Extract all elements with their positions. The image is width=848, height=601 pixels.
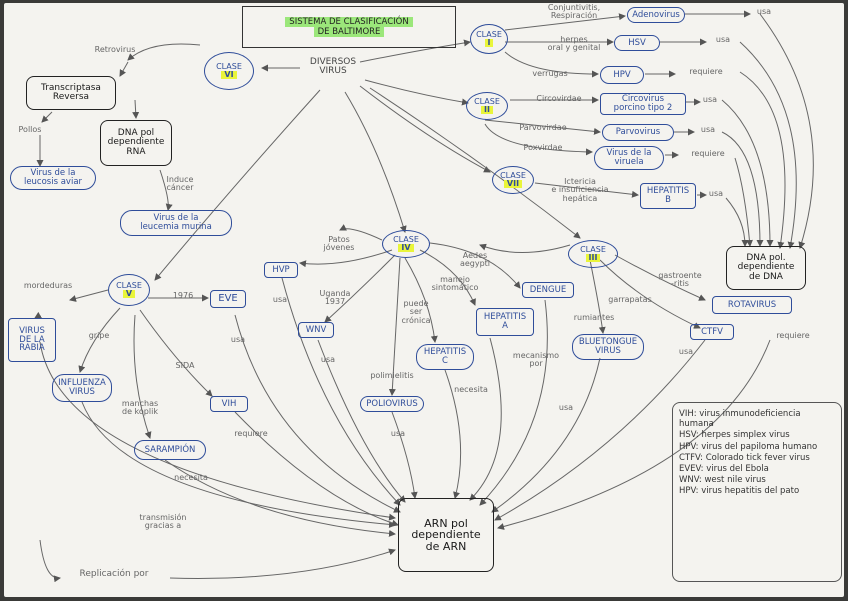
poliovirus-node: POLIOVIRUS xyxy=(360,396,424,412)
label-transmision: transmisión gracias a xyxy=(139,513,187,531)
label-circovirdae: Circovirdae xyxy=(536,94,582,103)
arn-pol-arn-node: ARN pol dependiente de ARN xyxy=(398,498,494,572)
sarampion-node: SARAMPIÓN xyxy=(134,440,206,460)
circovirus-node: Circovirus porcino tipo 2 xyxy=(600,93,686,115)
label-necesita-sarampion: necesita xyxy=(174,473,208,482)
hepatitis-a-node: HEPATITIS A xyxy=(476,308,534,336)
label-patos: Patos jóvenes xyxy=(323,235,355,253)
rabia-node: VIRUS DE LA RABIA xyxy=(8,318,56,362)
leucemia-node: Virus de la leucemia murina xyxy=(120,210,232,236)
label-polimielitis: polimielitis xyxy=(370,371,414,380)
influenza-node: INFLUENZA VIRUS xyxy=(52,374,112,402)
label-verrugas: verrugas xyxy=(532,69,568,78)
label-requiere-vih: requiere xyxy=(234,429,268,438)
label-usa-eve: usa xyxy=(230,335,246,344)
label-induce: Induce cáncer xyxy=(166,175,194,193)
label-uganda: Uganda 1937 xyxy=(319,289,351,307)
label-gripe: gripe xyxy=(88,331,110,340)
label-mordeduras: mordeduras xyxy=(23,281,73,290)
hsv-node: HSV xyxy=(614,35,660,51)
label-1976: 1976 xyxy=(172,291,194,300)
label-usa-hepb: usa xyxy=(708,189,724,198)
label-conjuntivitis: Conjuntivitis, Respiración xyxy=(547,3,601,21)
label-usa-wnv: usa xyxy=(320,355,336,364)
eve-node: EVE xyxy=(210,290,246,308)
label-requiere-hpv: requiere xyxy=(689,67,723,76)
viruela-node: Virus de la viruela xyxy=(594,146,664,170)
dna-pol-dna-node: DNA pol. dependiente de DNA xyxy=(726,246,806,290)
label-ictericia: Ictericia e insuficiencia hepática xyxy=(551,177,609,203)
label-replicacion: Replicación por xyxy=(79,569,149,579)
leucosis-node: Virus de la leucosis aviar xyxy=(10,166,96,190)
dengue-node: DENGUE xyxy=(522,282,574,298)
label-requiere-rota: requiere xyxy=(776,331,810,340)
legend-item: WNV: west nile virus xyxy=(679,475,766,486)
label-garrapatas: garrapatas xyxy=(608,295,652,304)
adenovirus-node: Adenovirus xyxy=(627,7,685,23)
label-usa-circo: usa xyxy=(702,95,718,104)
title-line-2: DE BALTIMORE xyxy=(313,27,385,37)
dna-pol-rna-node: DNA pol dependiente RNA xyxy=(100,120,172,166)
hpv-node: HPV xyxy=(600,66,644,84)
legend-item: HPV: virus hepatitis del pato xyxy=(679,486,800,497)
wnv-node: WNV xyxy=(298,322,334,338)
label-necesita-hepc: necesita xyxy=(454,385,488,394)
bluetongue-node: BLUETONGUE VIRUS xyxy=(572,334,644,360)
label-aedes: Aedes aegypti xyxy=(459,251,491,269)
label-manchas: manchas de koplik xyxy=(121,399,159,417)
label-retrovirus: Retrovirus xyxy=(94,45,136,54)
abbreviation-legend: VIH: virus inmunodeficiencia humana HSV:… xyxy=(672,402,842,582)
label-pollos: Pollos xyxy=(18,125,42,134)
parvovirus-node: Parvovirus xyxy=(602,124,674,141)
hepatitis-c-node: HEPATITIS C xyxy=(416,344,474,370)
hepatitis-b-node: HEPATITIS B xyxy=(640,183,696,209)
diagram-title: SISTEMA DE CLASIFICACIÓN DE BALTIMORE xyxy=(242,6,456,48)
label-usa-parvo: usa xyxy=(700,125,716,134)
legend-item: EVEV: virus del Ebola xyxy=(679,463,769,474)
vih-node: VIH xyxy=(210,396,248,412)
transcriptasa-reversa-node: Transcriptasa Reversa xyxy=(26,76,116,110)
label-requiere-viruela: requiere xyxy=(691,149,725,158)
label-manejo: manejo sintomático xyxy=(431,275,479,293)
label-usa-hvp: usa xyxy=(272,295,288,304)
label-parvovirdae: Parvovirdae xyxy=(519,123,567,132)
rotavirus-node: ROTAVIRUS xyxy=(712,296,792,314)
legend-item: CTFV: Colorado tick fever virus xyxy=(679,452,810,463)
label-puede: puede ser crónica xyxy=(401,299,431,325)
hvp-node: HVP xyxy=(264,262,298,278)
ctfv-node: CTFV xyxy=(690,324,734,340)
root-node: DIVERSOS VIRUS xyxy=(309,57,357,77)
label-mecanismo: mecanismo por xyxy=(512,351,560,369)
label-sida: SIDA xyxy=(175,361,195,370)
label-herpes: herpes oral y genital xyxy=(547,35,601,53)
legend-item: HSV: herpes simplex virus xyxy=(679,430,790,441)
legend-item: VIH: virus inmunodeficiencia humana xyxy=(679,409,801,430)
label-usa-bluetongue: usa xyxy=(558,403,574,412)
label-rumiantes: rumiantes xyxy=(573,313,615,322)
legend-item: HPV: virus del papiloma humano xyxy=(679,441,818,452)
label-gastro: gastroente -ritis xyxy=(658,271,702,289)
label-poxvirdae: Poxvirdae xyxy=(523,143,563,152)
title-line-1: SISTEMA DE CLASIFICACIÓN xyxy=(285,17,413,27)
label-usa-hsv: usa xyxy=(715,35,731,44)
label-usa-ctfv: usa xyxy=(678,347,694,356)
label-usa-polio: usa xyxy=(390,429,406,438)
label-usa-adeno: usa xyxy=(756,7,772,16)
